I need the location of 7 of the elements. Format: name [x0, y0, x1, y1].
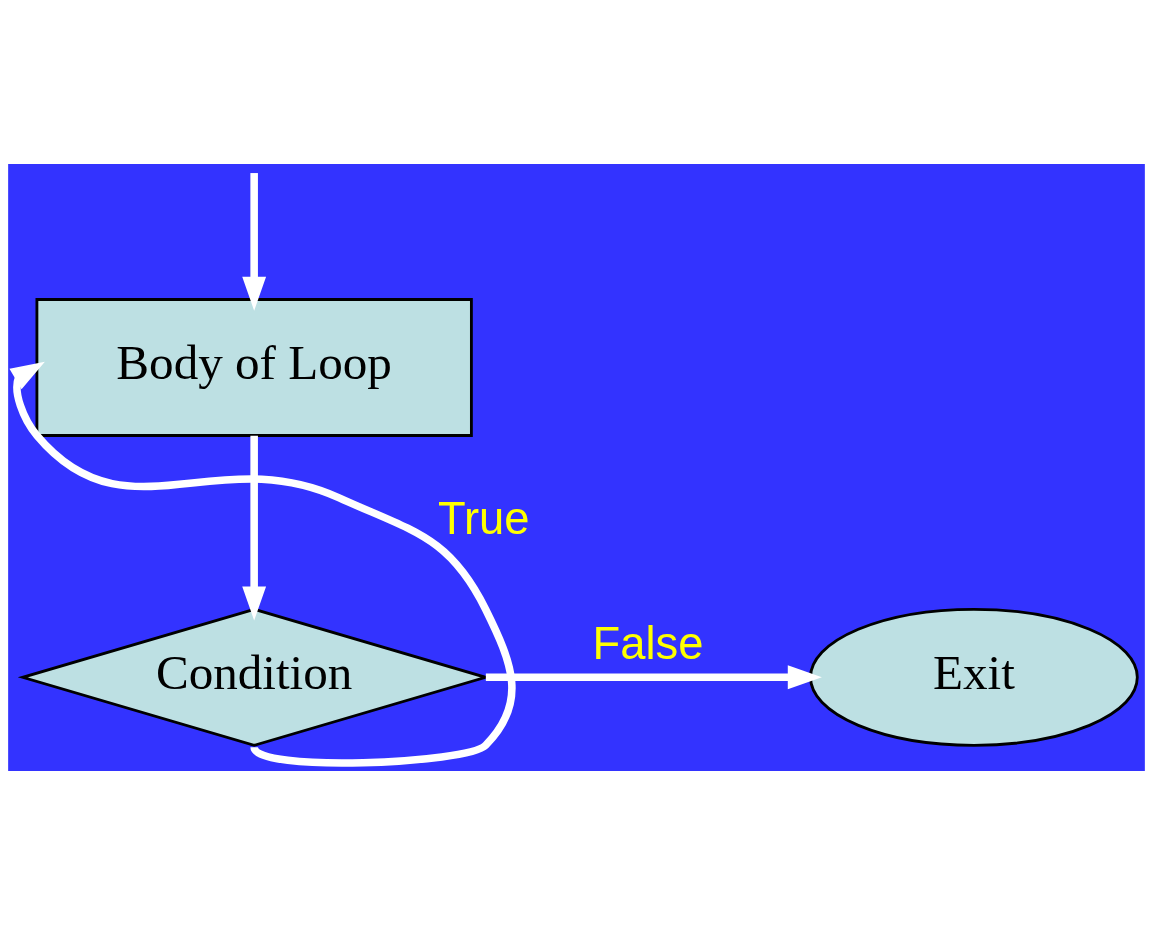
arrow	[242, 435, 267, 621]
arrow	[485, 665, 822, 690]
edge-label: True	[437, 493, 530, 545]
arrow	[9, 361, 516, 767]
node-box: Body of Loop	[35, 298, 473, 437]
edge-label: False	[592, 617, 704, 669]
node-ellipse: Exit	[809, 607, 1139, 747]
